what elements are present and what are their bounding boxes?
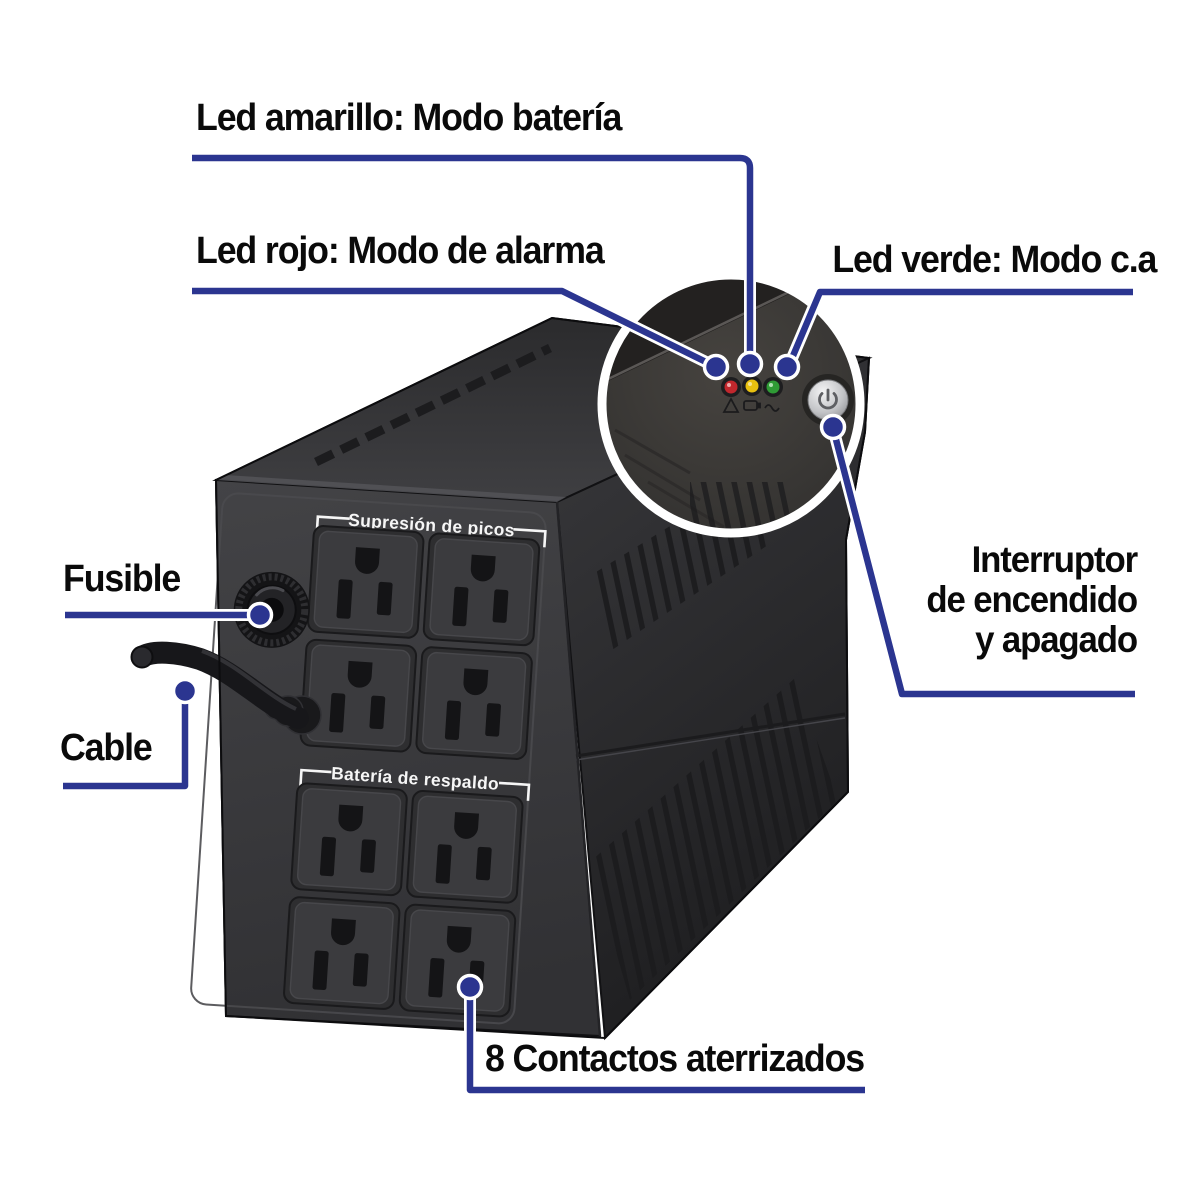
green-led	[766, 380, 780, 394]
label-power-switch: Interruptor de encendido y apagado	[908, 539, 1138, 660]
dot-power-button	[819, 413, 847, 441]
inset-ring	[597, 270, 865, 538]
label-power-switch-line3: y apagado	[975, 619, 1138, 660]
dot-green-led	[773, 353, 801, 381]
side-seam-highlight	[575, 717, 846, 761]
callout-line-led-red	[192, 287, 712, 367]
outlet	[282, 895, 402, 1011]
inset-vents	[690, 482, 790, 529]
side-seam	[575, 712, 846, 758]
label-led-green: Led verde: Modo c.a	[832, 239, 1157, 281]
front-lip-highlight	[216, 475, 566, 502]
outlet	[422, 531, 541, 647]
red-led	[724, 380, 738, 394]
outlet	[398, 903, 517, 1019]
zoom-inset	[597, 270, 865, 538]
dot-outlet	[456, 973, 484, 1001]
top-vents	[314, 343, 552, 467]
label-power-switch-line2: de encendido	[926, 579, 1138, 620]
dot-yellow-led	[736, 350, 764, 378]
front-side-corner	[555, 501, 602, 1037]
callout-dots	[171, 350, 847, 1001]
label-power-switch-line1: Interruptor	[971, 539, 1138, 580]
power-cable	[130, 641, 309, 729]
yellow-led	[745, 379, 759, 393]
label-cable: Cable	[60, 727, 153, 769]
label-led-red: Led rojo: Modo de alarma	[196, 230, 605, 272]
outlet	[405, 789, 525, 905]
warning-icon	[722, 397, 740, 413]
label-led-yellow: Led amarillo: Modo batería	[196, 97, 622, 139]
status-icons	[722, 397, 780, 413]
dot-red-led	[702, 353, 730, 381]
dot-cable	[171, 677, 199, 705]
callout-line-led-yellow	[192, 154, 754, 358]
outlet	[289, 781, 409, 897]
outlet	[306, 524, 426, 640]
callout-lines	[63, 154, 1135, 1094]
cable-cut-end	[130, 645, 154, 669]
ac-power-icon	[764, 404, 780, 412]
battery-icon	[743, 400, 761, 411]
led-cluster	[721, 376, 783, 397]
dot-fuse	[246, 601, 274, 629]
label-fuse: Fusible	[63, 558, 181, 600]
callout-line-switch	[829, 427, 1135, 698]
side-vents-lower	[590, 678, 838, 1000]
label-outlets: 8 Contactos aterrizados	[485, 1038, 865, 1080]
inset-top-band	[606, 279, 856, 386]
outlet	[299, 638, 418, 754]
power-button	[802, 374, 854, 426]
outlet	[414, 645, 534, 761]
inset-bevel-edge	[606, 279, 813, 384]
power-icon	[818, 388, 838, 410]
callout-line-cable	[63, 700, 189, 790]
battery-section-bracket	[299, 768, 531, 801]
callout-line-outlets	[466, 994, 865, 1094]
callout-line-led-green	[787, 288, 1133, 365]
